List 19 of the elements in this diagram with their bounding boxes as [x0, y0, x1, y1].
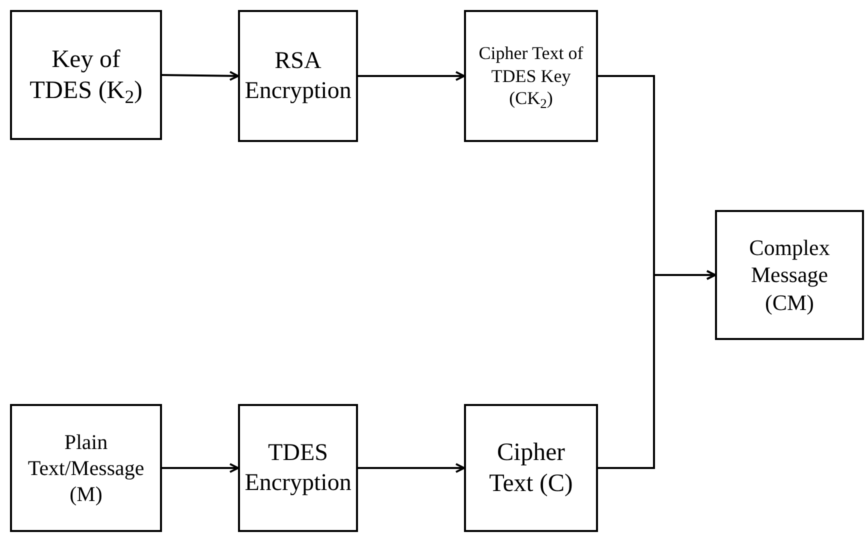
- process-box: [10, 10, 162, 140]
- arrow: [358, 71, 465, 81]
- process-box: [464, 404, 598, 532]
- arrow: [162, 70, 239, 81]
- process-box: [238, 10, 358, 142]
- box-label: Cipher Text (C): [488, 438, 574, 499]
- process-box: [464, 10, 598, 142]
- box-label: Key of TDES (K$_{2}$): [28, 44, 144, 106]
- process-box: [715, 210, 864, 340]
- process-box: [238, 404, 358, 532]
- process-box: [10, 404, 162, 532]
- box-label: Plain Text/Message (M): [26, 428, 146, 508]
- box-label: Cipher Text of TDES Key (CK$_{2}$): [478, 42, 584, 110]
- arrow: [358, 463, 465, 473]
- box-label: TDES Encryption: [244, 439, 352, 498]
- box-label: RSA Encryption: [244, 47, 352, 106]
- arrow: [598, 270, 716, 469]
- arrow: [162, 463, 239, 473]
- box-label: Complex Message (CM): [748, 234, 831, 316]
